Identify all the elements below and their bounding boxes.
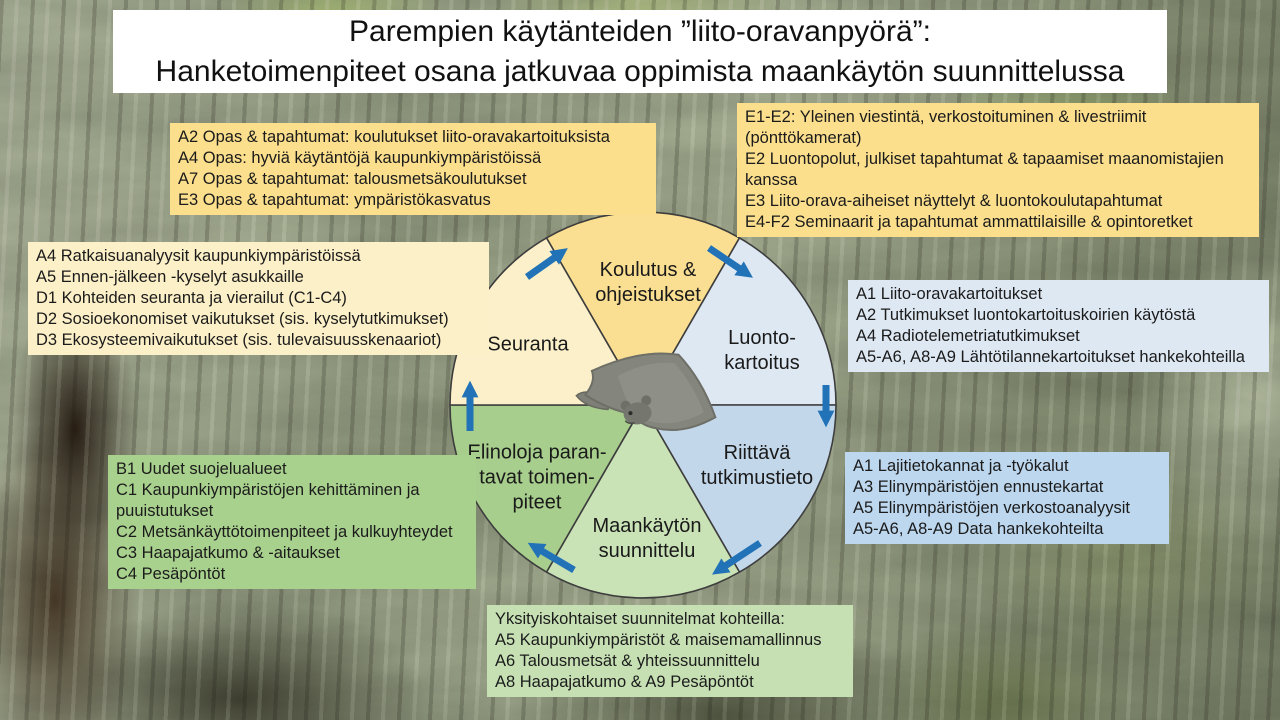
- wheel-segment-maankayton-suunnittelu: [545, 404, 741, 599]
- note-line: A8 Haapajatkumo & A9 Pesäpöntöt: [495, 673, 754, 691]
- note-elinoloja-toimenpiteet: B1 Uudet suojelualueet C1 Kaupunkiympäri…: [108, 455, 476, 589]
- flying-squirrel-image: [575, 352, 717, 432]
- cycle-arrow-tutkimustieto-to-suunnittelu: [711, 540, 762, 575]
- note-line: C4 Pesäpöntöt: [116, 565, 226, 583]
- wheel-segment-luontokartoitus: [642, 237, 837, 406]
- note-line: A6 Talousmetsät & yhteissuunnittelu: [495, 652, 760, 670]
- note-line: A3 Elinympäristöjen ennustekartat: [853, 478, 1104, 496]
- note-koulutus-ohjeistukset: A2 Opas & tapahtumat: koulutukset liito-…: [170, 123, 656, 215]
- process-wheel: [449, 211, 837, 599]
- wheel-label-luontokartoitus: Luonto- kartoitus: [724, 327, 800, 374]
- note-line: C2 Metsänkäyttötoimenpiteet ja kulkuyhte…: [116, 523, 453, 541]
- cycle-arrow-seuranta-to-koulutus: [524, 248, 568, 280]
- slide-title-bar: Parempien käytänteiden ”liito-oravanpyör…: [113, 10, 1167, 93]
- wheel-label-koulutus-ohjeistukset: Koulutus & ohjeistukset: [595, 259, 701, 306]
- note-line: D3 Ekosysteemivaikutukset (sis. tulevais…: [36, 331, 442, 349]
- note-line: A4 Ratkaisuanalyysit kaupunkiympäristöis…: [36, 247, 361, 265]
- note-line: E3 Opas & tapahtumat: ympäristökasvatus: [178, 191, 491, 209]
- wheel-label-seuranta: Seuranta: [487, 333, 569, 356]
- note-line: A5 Ennen-jälkeen -kyselyt asukkaille: [36, 268, 304, 286]
- note-line: E3 Liito-orava-aiheiset näyttelyt & luon…: [745, 192, 1163, 210]
- note-line: B1 Uudet suojelualueet: [116, 460, 287, 478]
- title-line-1: Parempien käytänteiden ”liito-oravanpyör…: [349, 14, 931, 48]
- note-line: A5 Elinympäristöjen verkostoanalyysit: [853, 499, 1130, 517]
- note-seuranta-mittarit: A4 Ratkaisuanalyysit kaupunkiympäristöis…: [28, 242, 489, 355]
- note-line: A4 Radiotelemetriatutkimukset: [856, 327, 1080, 345]
- note-line: A4 Opas: hyviä käytäntöjä kaupunkiympäri…: [178, 149, 542, 167]
- cycle-arrow-koulutus-to-luontokartoitus: [707, 245, 753, 278]
- note-luontokartoitus-menetelmat: A1 Liito-oravakartoitukset A2 Tutkimukse…: [848, 280, 1269, 372]
- note-line: A5-A6, A8-A9 Lähtötilannekartoitukset ha…: [856, 348, 1245, 366]
- note-line: E1-E2: Yleinen viestintä, verkostoitumin…: [745, 108, 1147, 147]
- note-line: A5 Kaupunkiympäristöt & maisemamallinnus: [495, 631, 822, 649]
- note-tutkimustieto-aineistot: A1 Lajitietokannat ja -työkalut A3 Eliny…: [845, 452, 1169, 544]
- wheel-segment-riittava-tutkimustieto: [642, 404, 837, 573]
- note-line: D2 Sosioekonomiset vaikutukset (sis. kys…: [36, 310, 449, 328]
- note-line: D1 Kohteiden seuranta ja vierailut (C1-C…: [36, 289, 347, 307]
- note-line: A1 Liito-oravakartoitukset: [856, 285, 1043, 303]
- note-line: E4-F2 Seminaarit ja tapahtumat ammattila…: [745, 213, 1193, 231]
- note-viestinta-tapahtumat: E1-E2: Yleinen viestintä, verkostoitumin…: [737, 103, 1259, 237]
- note-line: C3 Haapajatkumo & -aitaukset: [116, 544, 340, 562]
- note-line: Yksityiskohtaiset suunnitelmat kohteilla…: [495, 610, 785, 628]
- wheel-label-riittava-tutkimustieto: Riittävä tutkimustieto: [700, 442, 814, 489]
- note-line: A2 Opas & tapahtumat: koulutukset liito-…: [178, 128, 610, 146]
- note-line: A5-A6, A8-A9 Data hankekohteilta: [853, 520, 1104, 538]
- wheel-label-maankayton-suunnittelu: Maankäytön suunnittelu: [592, 515, 702, 562]
- note-suunnitelmat-kohteilla: Yksityiskohtaiset suunnitelmat kohteilla…: [487, 605, 853, 697]
- cycle-arrow-suunnittelu-to-elinoloja: [527, 542, 576, 574]
- title-line-2: Hanketoimenpiteet osana jatkuvaa oppimis…: [155, 54, 1125, 88]
- note-line: E2 Luontopolut, julkiset tapahtumat & ta…: [745, 150, 1224, 189]
- note-line: A2 Tutkimukset luontokartoituskoirien kä…: [856, 306, 1196, 324]
- note-line: A1 Lajitietokannat ja -työkalut: [853, 457, 1069, 475]
- note-line: C1 Kaupunkiympäristöjen kehittäminen ja …: [116, 481, 420, 520]
- wheel-label-elinoloja-toimenpiteet: Elinoloja paran- tavat toimen- piteet: [467, 441, 607, 514]
- note-line: A7 Opas & tapahtumat: talousmetsäkoulutu…: [178, 170, 527, 188]
